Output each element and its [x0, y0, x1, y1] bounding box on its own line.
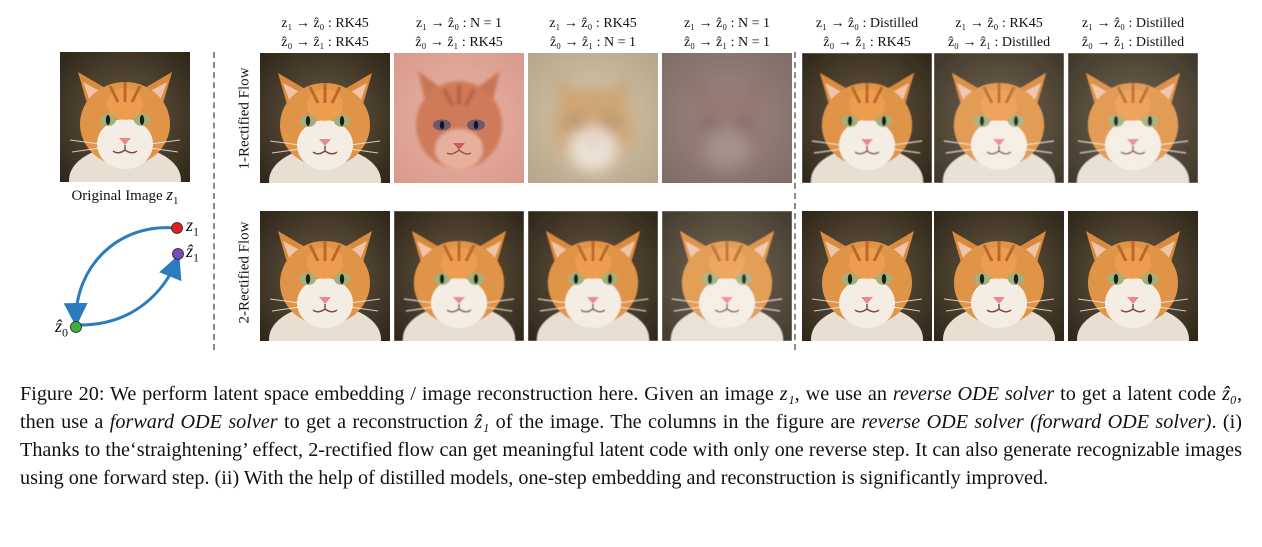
left-divider [213, 52, 215, 350]
image-r2-c7 [1068, 211, 1198, 341]
image-r1-c7 [1068, 53, 1198, 183]
row-label-1-rectified: 1-Rectified Flow [236, 67, 253, 170]
figure-caption: Figure 20: We perform latent space embed… [20, 383, 1242, 489]
image-r1-c6 [934, 53, 1064, 183]
image-r2-c3 [528, 211, 658, 341]
row-label-2-rectified: 2-Rectified Flow [236, 221, 253, 324]
image-r2-c6 [934, 211, 1064, 341]
image-r2-c1 [260, 211, 390, 341]
image-r2-c2 [394, 211, 524, 341]
z1-point [171, 222, 183, 234]
z1hat-label: ẑ1 [186, 241, 200, 265]
image-r1-c1 [260, 53, 390, 183]
distilled-divider [794, 52, 796, 350]
trajectory-diagram [63, 222, 184, 333]
z0hat-point [70, 321, 82, 333]
original-image [60, 52, 190, 182]
z1-label: z1 [186, 215, 200, 239]
image-r1-c2 [394, 53, 524, 183]
image-r2-c4 [662, 211, 792, 341]
z0hat-label: ẑ0 [55, 316, 69, 340]
forward-ode-arrow [79, 254, 182, 327]
image-r2-c5 [802, 211, 932, 341]
original-image-label: Original Image z1 [71, 185, 179, 207]
image-r1-c3 [528, 53, 658, 183]
image-r1-c4 [662, 53, 792, 183]
reverse-ode-arrow [63, 226, 176, 327]
z1hat-point [172, 248, 184, 260]
image-r1-c5 [802, 53, 932, 183]
